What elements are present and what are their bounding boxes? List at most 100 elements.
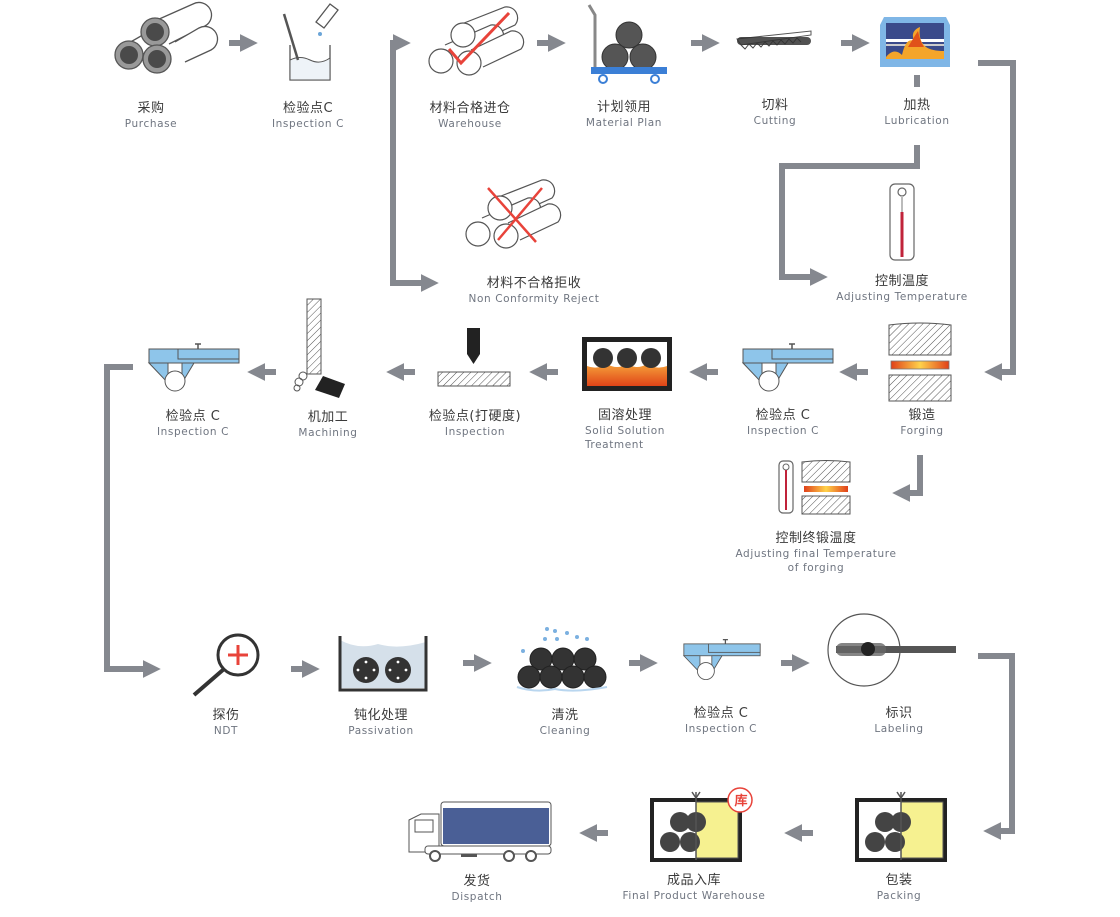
step-adjusting-temperature: 控制温度 Adjusting Temperature — [836, 273, 968, 304]
step-label-cn: 锻造 — [908, 408, 936, 423]
step-label-en: Machining — [298, 427, 358, 439]
step-label-en: Forging — [900, 425, 944, 437]
step-inspection-c-3: 检验点 C Inspection C — [157, 408, 229, 439]
step-label-cn: 检验点 C — [755, 408, 811, 423]
step-warehouse: 材料合格进仓 Warehouse — [429, 100, 510, 131]
thermometer-icon — [889, 183, 915, 261]
step-label-en: Final Product Warehouse — [622, 890, 766, 902]
step-label-cn: 计划领用 — [596, 100, 652, 115]
step-inspection-c-2: 检验点 C Inspection C — [747, 407, 819, 438]
step-forging: 锻造 Forging — [900, 407, 943, 438]
step-cleaning: 清洗 Cleaning — [540, 707, 591, 738]
step-label-cn: 检验点 C — [693, 706, 749, 721]
step-label-cn: 检验点 C — [165, 409, 221, 424]
step-label-cn: 检验点(打硬度) — [428, 409, 522, 424]
beaker-icon — [282, 3, 339, 81]
step-solid-solution: 固溶处理 Solid Solution Treatment — [585, 407, 665, 452]
step-label-cn: 钝化处理 — [353, 708, 409, 723]
step-final-warehouse: 成品入库 Final Product Warehouse — [623, 872, 766, 903]
drill-icon — [293, 298, 345, 398]
forge-press-icon — [888, 322, 952, 402]
step-label-en: Non Conformity Reject — [468, 293, 600, 305]
arrow-to-ndt — [104, 364, 161, 678]
saw-icon — [736, 30, 812, 50]
step-label-cn: 控制终锻温度 — [775, 531, 857, 546]
furnace-icon — [880, 17, 950, 67]
step-label-en: NDT — [213, 725, 239, 737]
step-label-en: Lubrication — [884, 115, 950, 127]
step-label-cn: 材料合格进仓 — [429, 101, 511, 116]
step-label-en: Cleaning — [539, 725, 591, 737]
step-label-en-line2: Treatment — [584, 439, 644, 451]
step-label-cn: 成品入库 — [666, 873, 721, 888]
step-passivation: 钝化处理 Passivation — [348, 707, 414, 738]
step-label-cn: 采购 — [137, 101, 165, 116]
step-label-en: Warehouse — [438, 118, 502, 130]
step-label-cn: 加热 — [903, 98, 931, 113]
magnifier-icon — [192, 633, 260, 697]
step-hardness-inspection: 检验点(打硬度) Inspection — [429, 408, 521, 439]
step-labeling: 标识 Labeling — [874, 705, 923, 736]
step-label-en-line2: of forging — [787, 562, 845, 574]
caliper-icon — [147, 343, 240, 392]
hardness-tester-icon — [437, 328, 511, 387]
caliper-icon — [741, 343, 834, 392]
step-non-conformity-reject: 材料不合格拒收 Non Conformity Reject — [469, 275, 600, 306]
step-inspection-c-1: 检验点C Inspection C — [272, 100, 344, 131]
step-label-cn: 检验点C — [282, 101, 334, 116]
step-packing: 包装 Packing — [877, 872, 922, 903]
pipes-cross-icon — [465, 179, 562, 249]
step-label-cn: 切料 — [761, 98, 789, 113]
step-label-cn: 发货 — [463, 874, 491, 889]
label-lens-icon — [827, 613, 956, 687]
step-label-en: Inspection C — [271, 118, 345, 130]
step-inspection-c-4: 检验点 C Inspection C — [685, 705, 757, 736]
pipes-icon — [114, 1, 219, 74]
step-label-cn: 包装 — [885, 873, 913, 888]
step-dispatch: 发货 Dispatch — [452, 873, 503, 904]
washing-icon — [516, 627, 608, 692]
step-lubrication: 加热 Lubrication — [884, 97, 949, 128]
step-label-en: Passivation — [348, 725, 414, 737]
step-machining: 机加工 Machining — [298, 409, 357, 440]
step-label-cn: 清洗 — [551, 708, 579, 723]
arrow-to-final-temperature — [892, 455, 923, 502]
step-label-en: Adjusting Temperature — [836, 291, 968, 303]
step-ndt: 探伤 NDT — [212, 707, 239, 738]
step-label-en: Inspection — [444, 426, 506, 438]
warehouse-stamp: 库 — [734, 794, 748, 809]
step-label-en: Purchase — [124, 118, 178, 130]
step-label-cn: 材料不合格拒收 — [486, 276, 582, 291]
step-label-en: Material Plan — [585, 117, 663, 129]
step-label-en: Packing — [876, 890, 922, 902]
passivation-tank-icon — [338, 636, 428, 692]
thermometer-press-icon — [778, 460, 851, 515]
step-adjusting-final-temperature: 控制终锻温度 Adjusting final Temperature of fo… — [735, 530, 896, 575]
step-purchase: 采购 Purchase — [125, 100, 177, 131]
package-icon — [855, 791, 947, 862]
step-label-en: Cutting — [753, 115, 797, 127]
cart-icon — [587, 4, 667, 84]
step-label-en: Inspection C — [746, 425, 820, 437]
step-label-en: Dispatch — [451, 891, 503, 903]
step-label-en: Adjusting final Temperature — [735, 548, 897, 560]
arrow-to-forging — [978, 60, 1016, 381]
step-label-cn: 机加工 — [307, 410, 349, 425]
step-cutting: 切料 Cutting — [754, 97, 797, 128]
heat-bath-icon — [582, 337, 672, 391]
step-label-cn: 探伤 — [212, 708, 240, 723]
caliper-icon — [682, 639, 761, 680]
step-label-en: Inspection C — [156, 426, 230, 438]
step-label-en: Solid Solution — [584, 425, 666, 437]
step-label-en: Inspection C — [684, 723, 758, 735]
arrow-inspection-branch — [390, 34, 411, 286]
arrow-to-adjusting-temperature — [779, 145, 920, 286]
step-label-cn: 标识 — [885, 706, 913, 721]
arrow-to-packing — [978, 653, 1015, 840]
step-label-cn: 固溶处理 — [597, 408, 653, 423]
package-stamp-icon — [650, 787, 753, 862]
step-material-plan: 计划领用 Material Plan — [586, 99, 662, 130]
step-label-en: Labeling — [874, 723, 924, 735]
step-label-cn: 控制温度 — [874, 274, 930, 289]
